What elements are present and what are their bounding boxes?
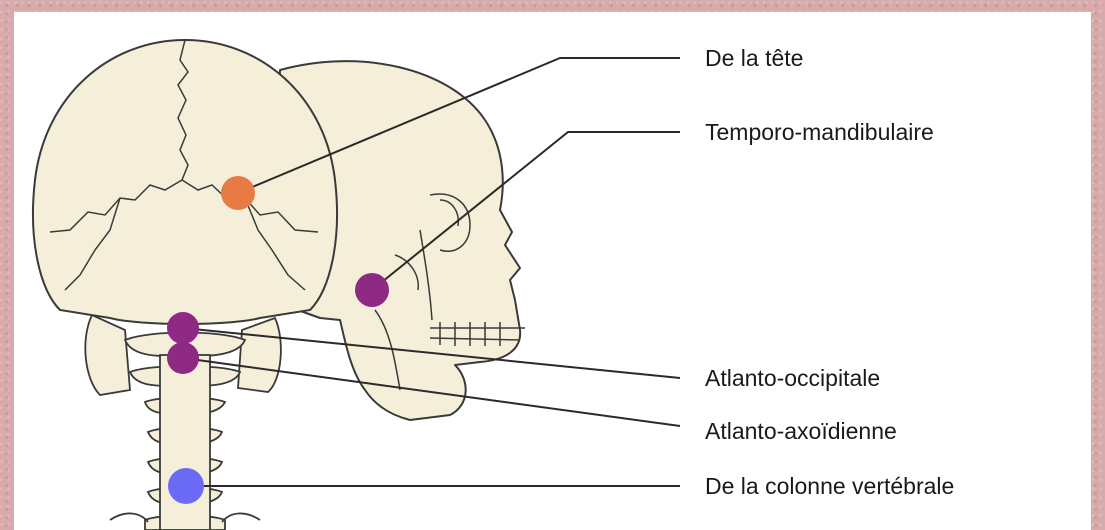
atlanto-axial-joint-dot: [167, 342, 199, 374]
label-atlanto-occipital: Atlanto-occipitale: [705, 365, 880, 392]
tmj-joint-dot: [355, 273, 389, 307]
atlanto-occipital-joint-dot: [167, 312, 199, 344]
head-joint-dot: [221, 176, 255, 210]
label-spine: De la colonne vertébrale: [705, 473, 954, 500]
label-head: De la tête: [705, 45, 803, 72]
label-tmj: Temporo-mandibulaire: [705, 119, 934, 146]
label-atlanto-axial: Atlanto-axoïdienne: [705, 418, 897, 445]
spine-joint-dot: [168, 468, 204, 504]
